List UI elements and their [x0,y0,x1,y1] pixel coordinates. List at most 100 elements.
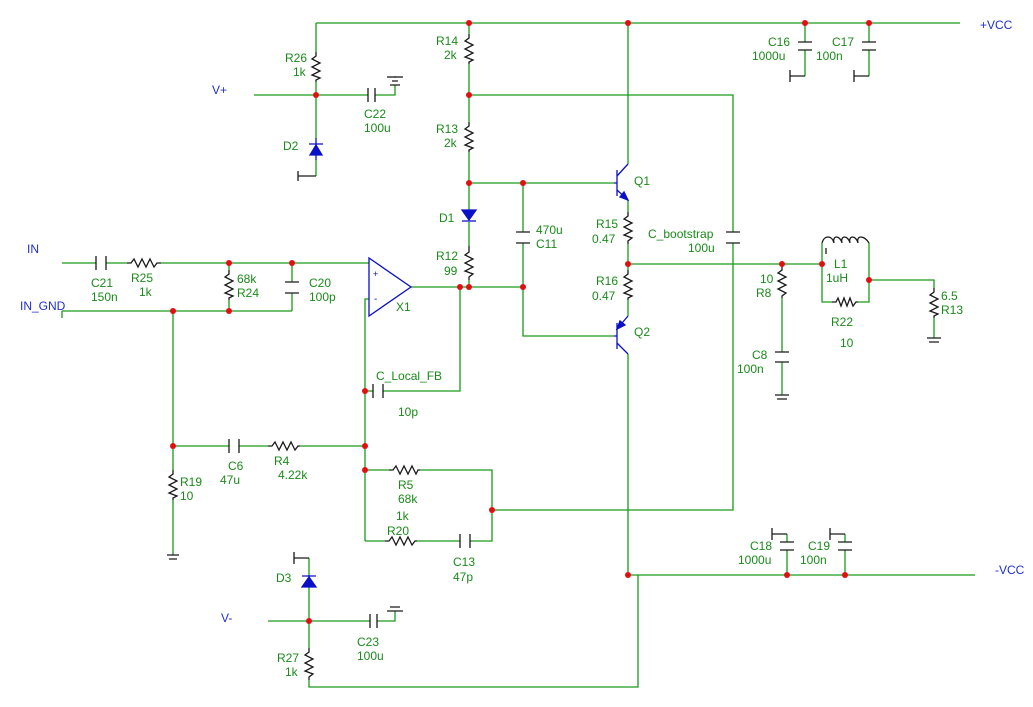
r13-value: 2k [444,136,458,150]
r26-symbol [310,52,322,82]
r14-value: 2k [444,48,458,62]
c-bootstrap-value: 100u [688,241,715,255]
c11-value: 470u [536,223,563,237]
c-bootstrap-ref: C_bootstrap [648,227,714,241]
ground-icon [387,606,403,612]
q1-symbol [614,163,630,202]
c20-symbol [285,281,299,294]
r25-symbol [127,257,161,269]
r13-ref: R13 [436,122,458,136]
d1-symbol [460,209,478,222]
r22-symbol [832,296,858,308]
supply-stub-icon [293,552,309,564]
c18-symbol [780,541,794,551]
c20-value: 100p [309,290,336,304]
r13-load-symbol [928,288,940,318]
c13-symbol [459,534,471,548]
capacitors [95,41,876,628]
ground-icon [927,337,941,343]
c18-ref: C18 [750,539,772,553]
r24-symbol [223,270,235,300]
c13-value: 47p [453,570,473,584]
r4-value: 4.22k [278,468,308,482]
c-local-fb-ref: C_Local_FB [376,369,442,383]
opamp-minus-pin: - [374,294,377,305]
c23-symbol [369,614,378,628]
supply-stub-icon [789,70,805,82]
c17-ref: C17 [832,35,854,49]
r15-symbol [622,212,634,244]
r16-ref: R16 [596,274,618,288]
c13-ref: C13 [453,555,475,569]
r25-ref: R25 [131,271,153,285]
net-labels: +VCC V+ IN IN_GND -VCC V- [20,18,1025,625]
r24-ref: R24 [237,286,259,300]
c21-ref: C21 [91,276,113,290]
r13-load-value: 6.5 [941,289,958,303]
supply-stub-icon [829,528,845,540]
r13-symbol [463,122,475,152]
l1-symbol [821,236,870,254]
r27-symbol [303,648,315,680]
ground-icon [387,76,403,86]
r14-symbol [463,34,475,64]
r12-value: 99 [444,264,458,278]
l1-value: 1uH [826,271,848,285]
c8-ref: C8 [752,348,768,362]
x1-ref: X1 [396,300,411,314]
r26-value: 1k [293,65,307,79]
c23-value: 100u [357,649,384,663]
c6-symbol [228,439,240,453]
c6-ref: C6 [228,459,244,473]
d2-symbol [308,138,324,160]
c19-symbol [838,541,852,551]
r16-symbol [622,270,634,300]
q2-symbol [614,315,629,355]
r8-ref: R8 [756,286,772,300]
c11-symbol [516,231,530,244]
d2-ref: D2 [283,139,299,153]
net-label-v-plus: V+ [212,83,227,97]
r8-value: 10 [760,272,774,286]
r20-symbol [385,535,417,547]
q1-ref: Q1 [634,174,650,188]
c21-value: 150n [91,290,118,304]
r16-value: 0.47 [592,289,616,303]
c8-value: 100n [737,362,764,376]
c22-value: 100u [364,121,391,135]
c-local-fb-symbol [372,384,384,398]
r15-ref: R15 [596,217,618,231]
supply-stub-icon [771,528,787,540]
wires [61,22,975,688]
ground-icon [775,394,789,400]
net-label-vcc-pos: +VCC [980,18,1013,32]
r14-ref: R14 [436,34,458,48]
c16-value: 1000u [752,49,785,63]
resistors [127,34,940,680]
r4-symbol [268,440,300,452]
r19-symbol [167,470,179,500]
c6-value: 47u [220,473,240,487]
supply-stub-icon [853,70,869,82]
junctions [170,20,872,624]
opamp-x1: + - [368,256,413,318]
c20-ref: C20 [309,276,331,290]
c22-ref: C22 [364,107,386,121]
d1-ref: D1 [439,211,455,225]
r27-value: 1k [285,665,299,679]
r22-value: 10 [840,336,854,350]
r5-value: 68k [398,492,418,506]
c-bootstrap-symbol [726,231,740,244]
c22-symbol [367,88,376,102]
r8-symbol [776,266,788,298]
net-label-in-gnd: IN_GND [20,299,66,313]
r15-value: 0.47 [592,232,616,246]
c21-symbol [95,256,107,270]
c11-ref: C11 [536,237,557,251]
ground-symbols [167,70,941,612]
r27-ref: R27 [277,651,299,665]
component-labels: R26 1k C22 100u D2 R14 2k R13 2k D1 R12 … [91,34,963,679]
r4-ref: R4 [274,454,290,468]
